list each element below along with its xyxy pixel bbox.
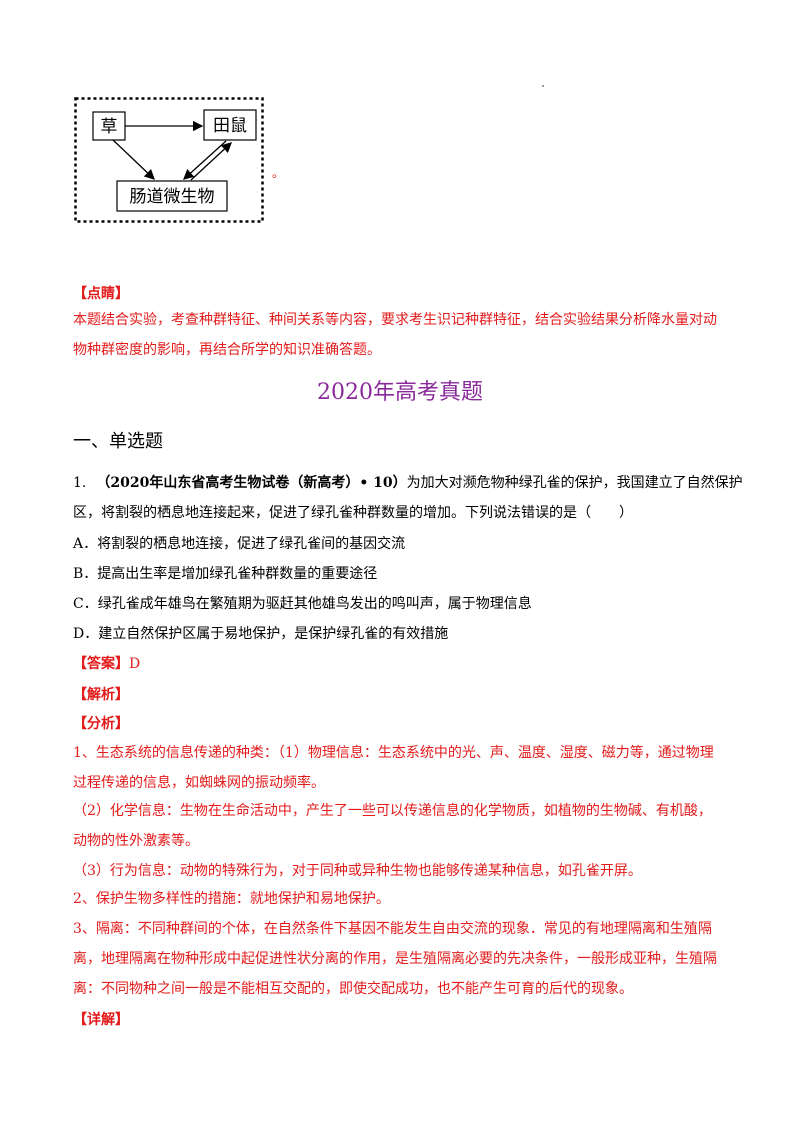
node-grass-label: 草: [101, 117, 118, 137]
dianjing-line-1: 本题结合实验，考查种群特征、种间关系等内容，要求考生识记种群特征，结合实验结果分…: [73, 312, 717, 328]
question-stem-part-1: 为加大对濒危物种绿孔雀的保护，我国建立了自然保护: [406, 475, 743, 491]
analysis-line-5: （3）行为信息：动物的特殊行为，对于同种或异种生物也能够传递某种信息，如孔雀开屏…: [73, 863, 642, 879]
analysis-line-9: 离：不同物种之间一般是不能相互交配的，即使交配成功，也不能产生可育的后代的现象。: [73, 981, 633, 997]
decorative-speck: [542, 85, 544, 87]
node-vole-box: [203, 109, 257, 141]
question-1-line-1: 1. （2020年山东省高考生物试卷（新高考）• 10）为加大对濒危物种绿孔雀的保…: [73, 473, 743, 493]
question-1-line-2: 区，将割裂的栖息地连接起来，促进了绿孔雀种群数量的增加。下列说法错误的是（ ）: [73, 505, 633, 521]
heading-single-choice: 一、单选题: [73, 431, 163, 452]
jiexi-label: 【解析】: [73, 687, 129, 703]
node-microbes-box: [116, 180, 228, 212]
arrow-grass-to-microbes: [112, 139, 155, 180]
dianjing-label: 【点睛】: [73, 286, 129, 302]
arrow-microbes-to-vole: [190, 142, 232, 181]
option-a: A．将割裂的栖息地连接，促进了绿孔雀间的基因交流: [73, 536, 406, 552]
food-web-diagram: 草 田鼠 肠道微生物: [74, 97, 264, 223]
analysis-line-4: 动物的性外激素等。: [73, 833, 199, 849]
node-microbes-label: 肠道微生物: [130, 187, 215, 207]
arrow-vole-to-microbes: [183, 140, 227, 180]
analysis-line-6: 2、保护生物多样性的措施：就地保护和易地保护。: [73, 891, 390, 907]
analysis-line-2: 过程传递的信息，如蜘蛛网的振动频率。: [73, 775, 325, 791]
answer-line: 【答案】D: [73, 654, 140, 674]
fenxi-label: 【分析】: [73, 716, 129, 732]
question-number: 1.: [73, 475, 87, 491]
analysis-line-7: 3、隔离：不同种群间的个体，在自然条件下基因不能发生自由交流的现象．常见的有地理…: [73, 921, 712, 937]
analysis-line-8: 离，地理隔离在物种形成中起促进性状分离的作用，是生殖隔离必要的先决条件，一般形成…: [73, 951, 717, 967]
option-b: B．提高出生率是增加绿孔雀种群数量的重要途径: [73, 566, 378, 582]
option-d: D．建立自然保护区属于易地保护，是保护绿孔雀的有效措施: [73, 626, 449, 642]
analysis-line-3: （2）化学信息：生物在生命活动中，产生了一些可以传递信息的化学物质，如植物的生物…: [73, 803, 712, 819]
diagram-dotted-border: [74, 97, 264, 223]
xiangjie-label: 【详解】: [73, 1012, 129, 1028]
answer-value: D: [129, 656, 141, 672]
question-source: （2020年山东省高考生物试卷（新高考）• 10）: [96, 475, 407, 491]
answer-label: 【答案】: [73, 656, 129, 672]
diagram-period: 。: [272, 166, 285, 180]
section-title: 2020年高考真题: [317, 380, 483, 405]
option-c: C．绿孔雀成年雄鸟在繁殖期为驱赶其他雄鸟发出的鸣叫声，属于物理信息: [73, 596, 532, 612]
node-vole-label: 田鼠: [213, 116, 247, 136]
analysis-line-1: 1、生态系统的信息传递的种类：（1）物理信息：生态系统中的光、声、温度、湿度、磁…: [73, 745, 714, 761]
dianjing-line-2: 物种群密度的影响，再结合所学的知识准确答题。: [73, 342, 381, 358]
